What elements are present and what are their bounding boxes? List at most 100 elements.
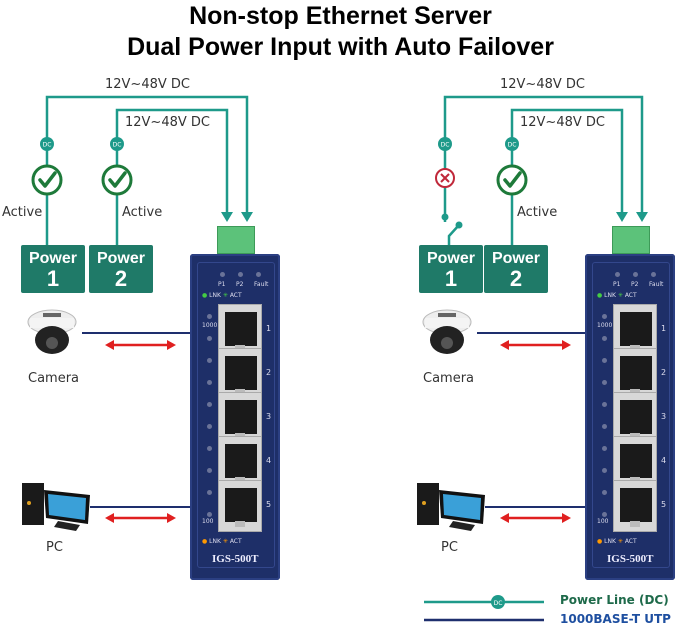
switch-model-label: IGS-500T [212, 553, 259, 565]
rj45-port-5[interactable] [613, 480, 657, 532]
dc-badge-label: DC [113, 142, 122, 149]
port-socket [620, 356, 652, 390]
rj45-port-2[interactable] [613, 348, 657, 400]
arrow-down-icon [221, 212, 233, 222]
port-led-link [602, 490, 607, 495]
port-socket [620, 400, 652, 434]
dc-badge-label: DC [441, 142, 450, 149]
rj45-port-4[interactable] [218, 436, 262, 488]
led-p1-indicator [220, 272, 225, 277]
port-led-act [602, 380, 607, 385]
rj45-port-2[interactable] [218, 348, 262, 400]
device-label-pc: PC [441, 540, 458, 555]
led-p2-indicator [633, 272, 638, 277]
arrow-down-icon [241, 212, 253, 222]
rj45-port-5[interactable] [218, 480, 262, 532]
power-terminal-block [217, 226, 255, 254]
lnk-label: LNK [209, 538, 221, 545]
port-socket [225, 400, 257, 434]
rj45-port-4[interactable] [613, 436, 657, 488]
power-terminal-block [612, 226, 650, 254]
port-led-act [207, 380, 212, 385]
power1-label: Power [426, 250, 475, 267]
power2-number: 2 [509, 266, 523, 291]
rj45-port-3[interactable] [218, 392, 262, 444]
port-led-act [207, 512, 212, 517]
dc-badge-icon [40, 137, 54, 151]
port-number-1: 1 [661, 324, 667, 333]
wiring: DC DC [22, 95, 253, 531]
port-socket [620, 312, 652, 346]
arrow-down-icon [616, 212, 628, 222]
port-number-3: 3 [266, 412, 272, 421]
lnk-label: LNK [209, 292, 221, 299]
dc-badge-label: DC [43, 142, 52, 149]
port-socket [225, 488, 257, 522]
power2-label: Power [96, 250, 145, 267]
diagram-title-line1: Non-stop Ethernet Server [189, 2, 492, 30]
legend-utp-label: 1000BASE-T UTP [560, 612, 671, 626]
voltage-label-outer: 12V~48V DC [105, 77, 190, 92]
port-number-5: 5 [266, 500, 272, 509]
speed-100-label: 100 [202, 518, 214, 525]
led-fault-label: Fault [254, 281, 269, 288]
led-fault-indicator [651, 272, 656, 277]
lnk-act-bottom-label: ● LNK ✳ ACT [202, 538, 242, 545]
device-label-camera: Camera [423, 371, 475, 386]
switch-front-panel [592, 262, 670, 568]
dc-badge-icon [438, 137, 452, 151]
legend-utp-swatch [424, 618, 544, 622]
lnk-label: LNK [604, 538, 616, 545]
port-led-act [207, 424, 212, 429]
power1-number: 1 [444, 266, 458, 291]
voltage-label-outer: 12V~48V DC [500, 77, 585, 92]
power2-status: Active [517, 205, 558, 220]
lnk-act-bottom-label: ● LNK ✳ ACT [597, 538, 637, 545]
port-socket [225, 356, 257, 390]
port-led-link [602, 402, 607, 407]
dc-badge-icon [505, 137, 519, 151]
voltage-label-inner: 12V~48V DC [520, 115, 605, 130]
voltage-label-inner: 12V~48V DC [125, 115, 210, 130]
port-number-5: 5 [661, 500, 667, 509]
desktop-pc-icon [22, 483, 90, 531]
power2-label: Power [491, 250, 540, 267]
led-fault-label: Fault [649, 281, 664, 288]
led-p1-indicator [615, 272, 620, 277]
legend-power-line-swatch: DC [424, 595, 544, 609]
rj45-port-1[interactable] [218, 304, 262, 356]
legend: DC Power Line (DC) 1000BASE-T UTP [410, 590, 681, 628]
bidirectional-arrow-camera [105, 340, 176, 350]
dc-badge-icon [110, 137, 124, 151]
act-label: ACT [624, 538, 637, 545]
port-socket [225, 312, 257, 346]
switch-model-label: IGS-500T [607, 553, 654, 565]
port-led-act [207, 468, 212, 473]
power1-status: Active [2, 205, 43, 220]
power2-status: Active [122, 205, 163, 220]
switch-front-panel [197, 262, 275, 568]
check-circle-icon [31, 164, 63, 196]
led-p2-label: P2 [236, 281, 244, 288]
port-number-1: 1 [266, 324, 272, 333]
rj45-port-1[interactable] [613, 304, 657, 356]
port-led-link [602, 446, 607, 451]
power1-number: 1 [46, 266, 60, 291]
port-led-link [602, 314, 607, 319]
lnk-label: LNK [604, 292, 616, 299]
device-label-pc: PC [46, 540, 63, 555]
port-led-link [207, 490, 212, 495]
dome-camera-icon [27, 309, 77, 354]
port-number-4: 4 [661, 456, 667, 465]
port-led-link [207, 402, 212, 407]
dc-badge-icon: DC [494, 600, 503, 607]
port-number-4: 4 [266, 456, 272, 465]
speed-1000-label: 1000 [597, 322, 613, 329]
power-line-inner [115, 108, 229, 245]
